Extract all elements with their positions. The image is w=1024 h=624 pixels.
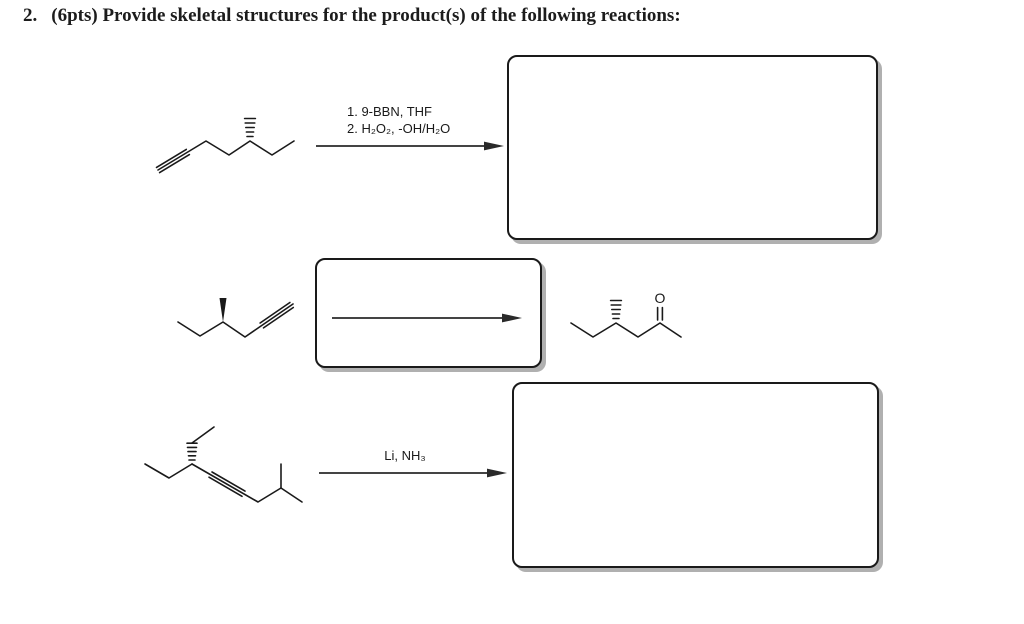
question-title: 2. (6pts) Provide skeletal structures for… (23, 5, 681, 27)
product-structure-2: O (570, 290, 682, 338)
question-text: (6pts) Provide skeletal structures for t… (51, 5, 681, 26)
hashed-wedge-bond (609, 299, 623, 320)
reactant-structure-2 (177, 298, 295, 338)
hashed-wedge-bond (243, 117, 257, 138)
carbonyl-double-bond (656, 306, 664, 321)
answer-box-1 (507, 55, 878, 240)
reaction-arrow-2 (332, 313, 522, 323)
carbon-skeleton (144, 426, 303, 503)
triple-bond-lines (155, 148, 191, 174)
reaction-arrow-3 (319, 468, 507, 478)
carbon-skeleton (570, 322, 682, 338)
triple-bond-lines (259, 301, 295, 329)
reagents-1: 1. 9-BBN, THF 2. H₂O₂, -OH/H₂O (347, 103, 450, 137)
reagents-3: Li, NH₃ (312, 447, 498, 464)
carbon-skeleton (177, 303, 294, 338)
question-number: 2. (23, 5, 38, 26)
reactant-structure-1 (155, 117, 295, 174)
bold-wedge-bond (219, 298, 227, 322)
carbon-skeleton (157, 140, 295, 171)
answer-box-3 (512, 382, 879, 568)
triple-bond-lines (208, 471, 246, 498)
hashed-wedge-bond (186, 442, 198, 461)
reactant-structure-3 (144, 426, 303, 503)
reagent-step-2: 2. H₂O₂, -OH/H₂O (347, 121, 451, 136)
reagent-text: Li, NH₃ (384, 448, 426, 463)
reaction-arrow-1 (316, 141, 504, 151)
reagent-box-2 (315, 258, 542, 368)
reagent-step-1: 1. 9-BBN, THF (347, 104, 433, 119)
oxygen-atom-label: O (655, 290, 666, 306)
